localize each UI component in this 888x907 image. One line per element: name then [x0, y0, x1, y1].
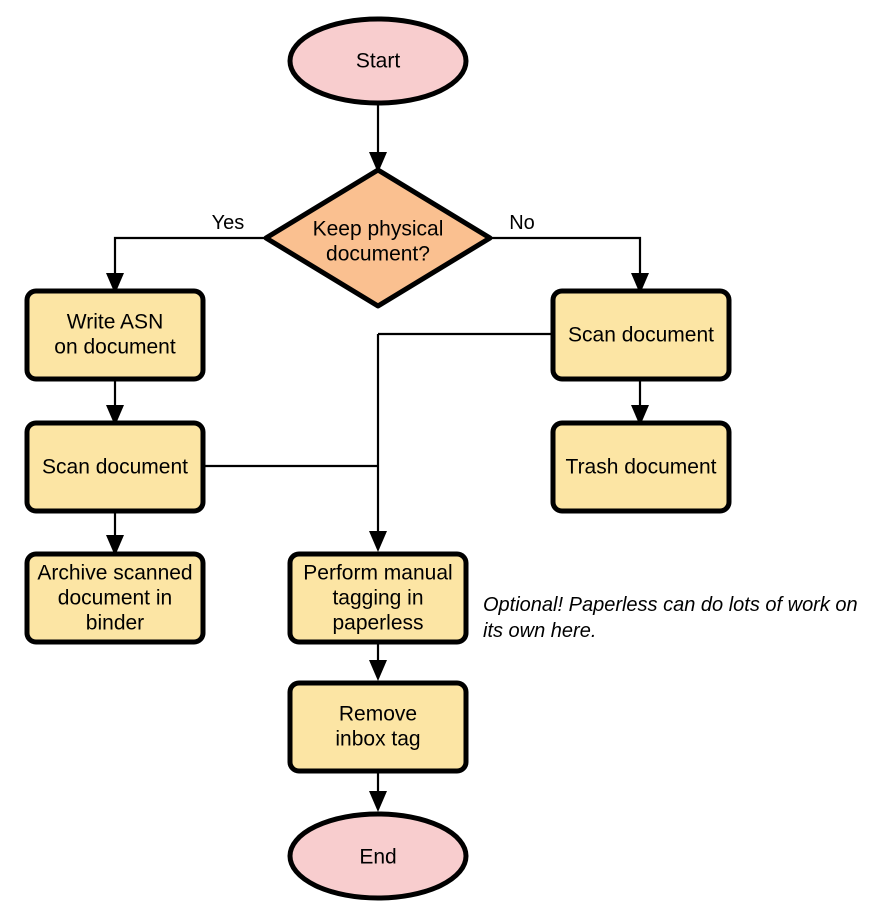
edge-label-no: No: [509, 212, 535, 234]
manual-tagging-label-line3: paperless: [332, 612, 423, 635]
node-write-asn[interactable]: Write ASN on document: [24, 288, 206, 382]
node-scan-document-left[interactable]: Scan document: [24, 420, 206, 514]
edge-scanright-to-trash: [631, 379, 649, 426]
decision-label-line2: document?: [326, 243, 430, 266]
annotation-line1: Optional! Paperless can do lots of work …: [483, 594, 858, 616]
remove-inbox-tag-label-line1: Remove: [339, 703, 417, 726]
start-ellipse: [287, 16, 469, 106]
manual-tagging-label-line2: tagging in: [332, 587, 423, 610]
edge-center-to-manualtagging: [369, 334, 387, 552]
manual-tagging-label-line1: Perform manual: [303, 562, 452, 585]
archive-binder-label-line3: binder: [86, 612, 144, 635]
edge-manualtagging-to-removeinbox: [369, 643, 387, 681]
annotation-optional-paperless: Optional! Paperless can do lots of work …: [483, 594, 858, 642]
archive-binder-label-line2: document in: [58, 587, 172, 610]
write-asn-label-line2: on document: [54, 336, 176, 359]
write-asn-box: [24, 288, 206, 382]
node-archive-binder[interactable]: Archive scanned document in binder: [24, 551, 206, 645]
end-ellipse: [287, 811, 469, 901]
edge-scanleft-to-archive: [106, 511, 124, 556]
node-manual-tagging[interactable]: Perform manual tagging in paperless: [287, 551, 469, 645]
write-asn-label-line1: Write ASN: [67, 311, 163, 334]
node-keep-physical-document[interactable]: Keep physical document?: [263, 167, 493, 309]
decision-label-line1: Keep physical: [313, 218, 444, 241]
edge-removeinbox-to-end: [369, 771, 387, 812]
node-trash-document[interactable]: Trash document: [550, 420, 732, 514]
scan-document-right-box: [550, 288, 732, 382]
decision-diamond: [263, 167, 493, 309]
archive-binder-box: [24, 551, 206, 645]
scan-document-left-box: [24, 420, 206, 514]
node-scan-document-right[interactable]: Scan document: [550, 288, 732, 382]
end-label: End: [359, 846, 396, 869]
edge-writeasn-to-scanleft: [106, 379, 124, 426]
remove-inbox-tag-box: [287, 680, 469, 774]
archive-binder-label-line1: Archive scanned: [37, 562, 192, 585]
edge-decision-no: [490, 236, 649, 294]
scan-document-left-label: Scan document: [42, 456, 188, 479]
node-remove-inbox-tag[interactable]: Remove inbox tag: [287, 680, 469, 774]
node-start[interactable]: Start: [287, 16, 469, 106]
edge-start-to-decision: [369, 103, 387, 173]
scan-document-right-label: Scan document: [568, 324, 714, 347]
trash-document-box: [550, 420, 732, 514]
annotation-line2: its own here.: [483, 620, 596, 642]
edge-decision-yes: [106, 236, 265, 294]
start-label: Start: [356, 50, 401, 73]
remove-inbox-tag-label-line2: inbox tag: [335, 728, 420, 751]
edge-label-yes: Yes: [212, 212, 245, 234]
node-end[interactable]: End: [287, 811, 469, 901]
trash-document-label: Trash document: [566, 456, 717, 479]
manual-tagging-box: [287, 551, 469, 645]
